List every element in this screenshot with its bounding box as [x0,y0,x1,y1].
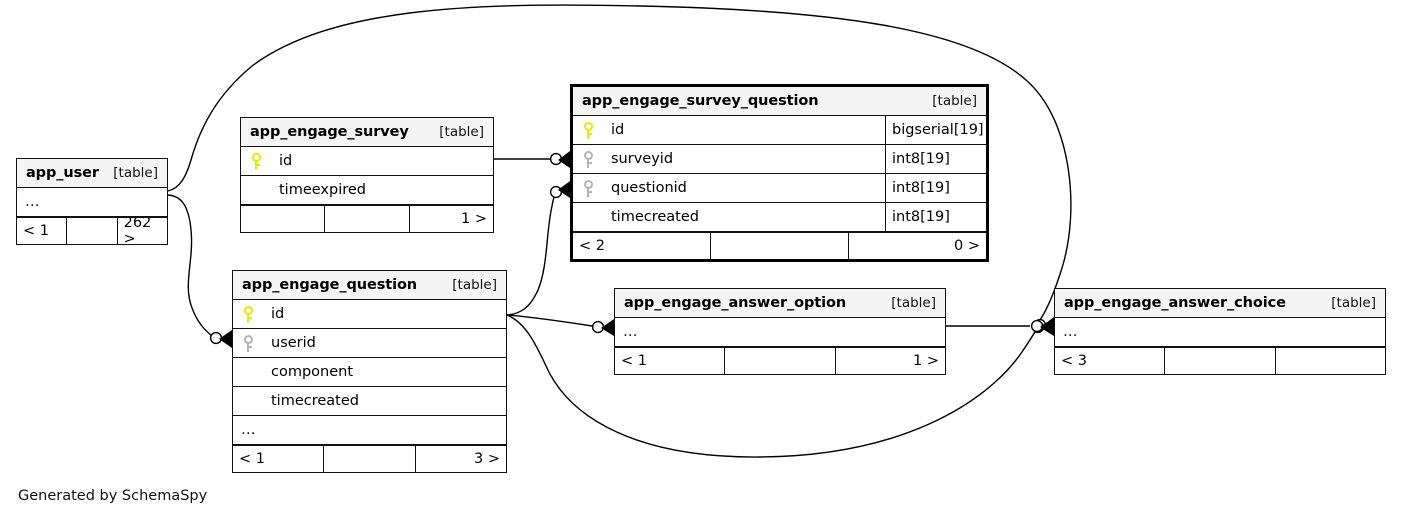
key-icon [583,150,593,168]
table-type-label: [table] [439,124,484,140]
table-type-label: [table] [891,295,936,311]
table-header: app_engage_answer_option [table] [615,289,945,318]
column-name: timeexpired [279,182,367,198]
table-row: timecreated [233,387,506,416]
foreign-key-cell [233,334,263,352]
foreign-key-cell [573,150,603,168]
table-header: app_engage_question [table] [233,271,506,300]
table-footer: < 1 1 > [615,347,945,374]
table-app_engage_question[interactable]: app_engage_question [table] id userid compon… [232,270,507,473]
key-icon [243,305,253,323]
relationship-edge-answer-option-answer-choice [946,318,1054,335]
column-name: timecreated [611,209,699,225]
relationship-edge-survey-surveyquestion-surveyid [494,151,570,168]
table-row: questionid int8[19] [573,174,986,203]
table-row: userid [233,329,506,358]
table-app_engage_answer_choice[interactable]: app_engage_answer_choice [table] …< 3 [1054,288,1386,375]
footer-cell-middle [1165,348,1276,374]
table-app_engage_survey[interactable]: app_engage_survey [table] id timeexpired 1 > [240,117,494,233]
footer-cell-left[interactable]: < 1 [17,218,68,244]
footer-cell-middle [711,233,849,259]
column-name: id [279,153,293,169]
footer-cell-left[interactable]: < 3 [1055,348,1166,374]
table-type-label: [table] [113,165,158,181]
primary-key-cell [241,152,271,170]
column-datatype: bigserial[19] [885,116,986,144]
column-name: timecreated [271,393,359,409]
table-type-label: [table] [1331,295,1376,311]
primary-key-cell [233,305,263,323]
footer-cell-right[interactable]: 1 > [461,211,487,227]
column-name: questionid [611,180,687,196]
footer-cell-left[interactable]: < 1 [233,446,325,472]
footer-cell-right[interactable] [1276,348,1385,374]
table-row: timecreated int8[19] [573,203,986,232]
table-type-label: [table] [452,277,497,293]
table-row-more: … [233,416,506,445]
table-row: id bigserial[19] [573,116,986,145]
table-header: app_engage_survey [table] [241,118,493,147]
foreign-key-cell [573,179,603,197]
table-row: component [233,358,506,387]
key-icon [243,334,253,352]
footer-cell-right[interactable]: 1 > [913,353,939,369]
column-datatype: int8[19] [885,145,986,173]
primary-key-cell [573,121,603,139]
footer-cell-left[interactable]: < 2 [573,233,711,259]
table-app_engage_answer_option[interactable]: app_engage_answer_option [table] …< 1 1 > [614,288,946,375]
table-row: surveyid int8[19] [573,145,986,174]
key-icon [583,121,593,139]
table-name: app_engage_question [242,277,418,293]
table-name: app_engage_answer_option [624,295,847,311]
column-name: surveyid [611,151,674,167]
table-row: id [233,300,506,329]
table-name: app_engage_survey_question [582,93,819,109]
footer-cell-left[interactable] [241,206,326,232]
generator-caption: Generated by SchemaSpy [18,488,208,504]
table-footer: < 1 3 > [233,445,506,472]
column-datatype: int8[19] [885,174,986,202]
table-row: id [241,147,493,176]
table-app_engage_survey_question[interactable]: app_engage_survey_question [table] id bigse… [570,84,989,262]
table-name: app_engage_answer_choice [1064,295,1286,311]
table-header: app_user [table] [17,159,167,188]
relationship-edge-user-question-userid [167,194,232,348]
table-name: app_user [26,165,99,181]
key-icon [251,152,261,170]
footer-cell-left[interactable]: < 1 [615,348,726,374]
table-row: timeexpired [241,176,493,205]
table-row-more: … [1055,318,1385,347]
footer-cell-right[interactable]: 0 > [954,238,980,254]
table-header: app_engage_survey_question [table] [573,87,986,116]
table-app_user[interactable]: app_user [table] …< 1 262 > [16,158,168,245]
relationship-edge-question-surveyquestion-questionid [506,181,570,316]
table-row-more: … [615,318,945,347]
table-footer: < 2 0 > [573,232,986,259]
footer-cell-middle [325,206,410,232]
footer-cell-middle [324,446,416,472]
column-datatype: int8[19] [885,203,986,231]
footer-cell-right[interactable]: 3 > [474,451,500,467]
column-name: userid [271,335,316,351]
table-footer: < 3 [1055,347,1385,374]
column-name: id [271,306,285,322]
footer-cell-right[interactable]: 262 > [123,218,152,244]
column-name: id [611,122,625,138]
table-type-label: [table] [932,93,977,109]
table-footer: 1 > [241,205,493,232]
table-row-more: … [17,188,167,217]
footer-cell-middle [725,348,836,374]
key-icon [583,179,593,197]
footer-cell-middle [67,218,118,244]
column-name: component [271,364,354,380]
table-footer: < 1 262 > [17,217,167,244]
table-header: app_engage_answer_choice [table] [1055,289,1385,318]
relationship-edge-question-answer-option [506,314,614,336]
table-name: app_engage_survey [250,124,409,140]
